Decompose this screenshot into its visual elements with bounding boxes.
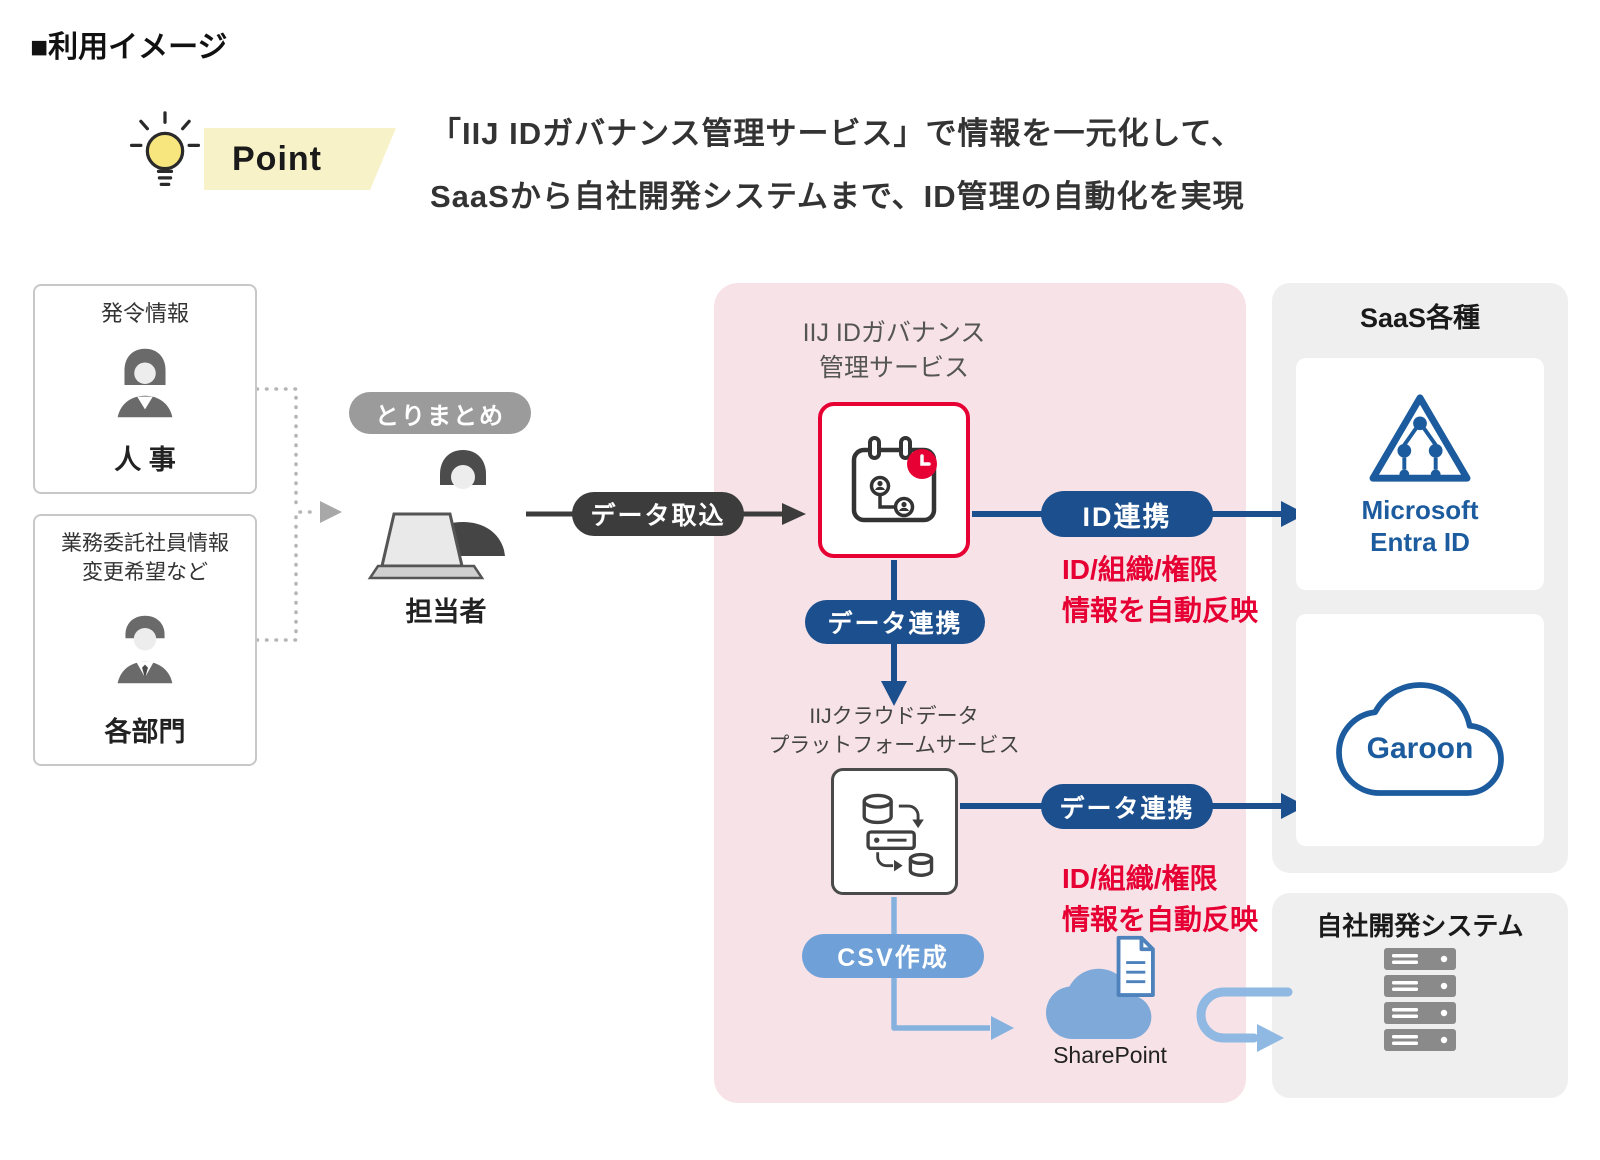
dotted-line-dept xyxy=(255,515,298,642)
data-link-right-pill: データ連携 xyxy=(1041,784,1213,829)
department-box-label: 業務委託社員情報 変更希望など xyxy=(61,529,229,587)
man-icon xyxy=(117,615,173,683)
server-icon xyxy=(1384,948,1456,1051)
woman-icon xyxy=(117,348,173,418)
governance-title-line1: IIJ IDガバナンス xyxy=(802,319,986,347)
garoon-label: Garoon xyxy=(1366,732,1474,765)
auto-reflect-note-1: ID/組織/権限 情報を自動反映 xyxy=(1062,549,1258,631)
operator-label: 担当者 xyxy=(405,597,487,627)
governance-service-icon-box xyxy=(818,402,970,558)
data-link-down-pill: データ連携 xyxy=(805,600,985,644)
sharepoint-icon xyxy=(1046,935,1155,1039)
auto-reflect-1-line2: 情報を自動反映 xyxy=(1062,595,1259,626)
dotted-line-hr xyxy=(255,387,298,509)
inhouse-panel-title: 自社開発システム xyxy=(1316,911,1524,941)
governance-service-title: IIJ IDガバナンス 管理サービス xyxy=(744,316,1044,386)
sharepoint-label: SharePoint xyxy=(1053,1042,1167,1068)
platform-title-line2: プラットフォームサービス xyxy=(768,734,1020,757)
point-label: Point xyxy=(232,139,322,178)
governance-title-line2: 管理サービス xyxy=(818,354,969,382)
aggregate-pill: とりまとめ xyxy=(349,392,531,434)
platform-icon-box xyxy=(831,768,958,895)
hr-box-name: 人 事 xyxy=(114,445,176,475)
auto-reflect-note-2: ID/組織/権限 情報を自動反映 xyxy=(1062,858,1258,940)
csv-pill: CSV作成 xyxy=(802,934,984,978)
hr-box: 発令情報 人 事 xyxy=(33,284,257,494)
headline: 「IIJ IDガバナンス管理サービス」で情報を一元化して、 SaaSから自社開発… xyxy=(430,102,1245,228)
id-governance-icon xyxy=(851,436,937,523)
microsoft-entra-id-icon xyxy=(1369,394,1471,482)
entra-label-line1: Microsoft xyxy=(1361,495,1479,525)
entra-label-line2: Entra ID xyxy=(1370,527,1470,557)
gray-arrowhead xyxy=(320,501,342,523)
page-title: ■利用イメージ xyxy=(30,31,228,64)
headline-line2: SaaSから自社開発システムまで、ID管理の自動化を実現 xyxy=(430,179,1245,214)
entra-card: Microsoft Entra ID xyxy=(1296,358,1544,590)
auto-reflect-1-line1: ID/組織/権限 xyxy=(1062,554,1218,585)
data-platform-icon xyxy=(862,793,933,877)
operator-with-laptop-icon xyxy=(367,450,505,580)
point-banner: Point xyxy=(204,128,396,190)
department-box-label-line1: 業務委託社員情報 xyxy=(61,532,229,555)
saas-panel-title: SaaS各種 xyxy=(1359,303,1481,333)
hr-box-label: 発令情報 xyxy=(100,301,189,326)
id-link-pill: ID連携 xyxy=(1041,491,1213,537)
garoon-card: Garoon xyxy=(1296,614,1544,846)
auto-reflect-2-line1: ID/組織/権限 xyxy=(1062,863,1218,894)
department-box-label-line2: 変更希望など xyxy=(82,561,208,584)
data-import-pill: データ取込 xyxy=(572,492,744,536)
platform-title: IIJクラウドデータ プラットフォームサービス xyxy=(744,702,1044,760)
headline-line1: 「IIJ IDガバナンス管理サービス」で情報を一元化して、 xyxy=(430,116,1243,151)
department-box-name: 各部門 xyxy=(104,717,186,747)
auto-reflect-2-line2: 情報を自動反映 xyxy=(1062,904,1259,935)
garoon-cloud-icon xyxy=(1336,682,1504,796)
entra-label: Microsoft Entra ID xyxy=(1362,494,1479,558)
lightbulb-icon xyxy=(129,111,201,187)
platform-title-line1: IIJクラウドデータ xyxy=(809,705,979,728)
department-box: 業務委託社員情報 変更希望など 各部門 xyxy=(33,514,257,766)
